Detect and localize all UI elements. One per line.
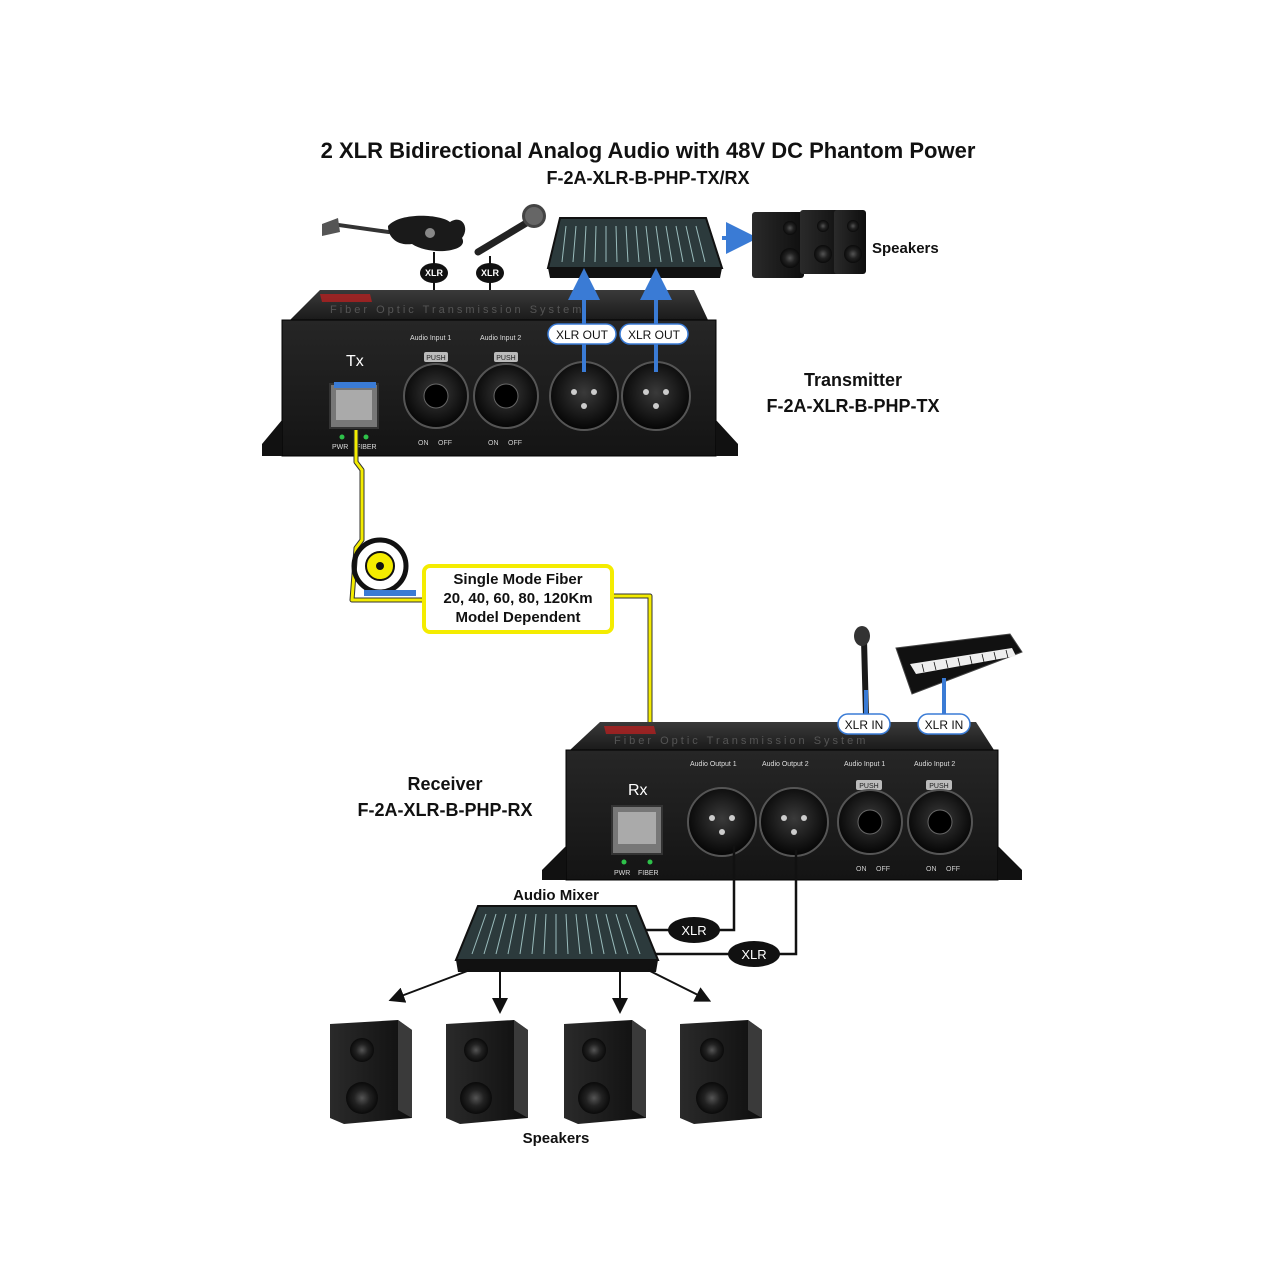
fiber-reel-icon (351, 537, 416, 596)
tx-panel-text: Fiber Optic Transmission System (330, 304, 584, 316)
tx-input-jack-2: PUSH (473, 352, 539, 429)
microphone-icon-top (474, 204, 546, 256)
transmitter-device: Fiber Optic Transmission System Tx PWR F… (262, 290, 738, 457)
xlr-out-pill-1: XLR OUT (547, 323, 617, 345)
xlr-tag-mic: XLR (476, 263, 504, 283)
svg-text:ON: ON (418, 440, 429, 447)
tx-port-tag: Tx (346, 353, 364, 370)
svg-text:XLR IN: XLR IN (925, 718, 964, 732)
svg-text:XLR IN: XLR IN (845, 718, 884, 732)
xlr-tag-rx-1: XLR (668, 917, 720, 943)
rx-input1-label: Audio Input 1 (844, 761, 885, 768)
svg-text:XLR OUT: XLR OUT (556, 328, 609, 342)
svg-text:Single Mode Fiber: Single Mode Fiber (453, 571, 582, 588)
xlr-tag-guitar: XLR (420, 263, 448, 283)
svg-text:XLR: XLR (681, 923, 706, 938)
tx-input1-label: Audio Input 1 (410, 335, 451, 342)
svg-text:FIBER: FIBER (638, 870, 659, 877)
svg-text:PWR: PWR (332, 444, 348, 451)
speaker-icon-3 (564, 1020, 646, 1124)
diagram-subtitle: F-2A-XLR-B-PHP-TX/RX (547, 168, 750, 188)
rx-output1-label: Audio Output 1 (690, 761, 737, 768)
svg-text:PUSH: PUSH (426, 355, 445, 362)
xlr-in-pill-1: XLR IN (837, 713, 891, 735)
tx-output-jack-2 (621, 361, 691, 431)
cable-rx-out-2 (650, 850, 798, 956)
svg-text:ON: ON (856, 866, 867, 873)
svg-text:OFF: OFF (946, 866, 960, 873)
speaker-icon-1 (330, 1020, 412, 1124)
xlr-out-pill-2: XLR OUT (619, 323, 689, 345)
guitar-icon (322, 215, 466, 252)
receiver-label: Receiver (407, 774, 482, 794)
rx-input-jack-1: PUSH (837, 780, 903, 855)
audio-mixer-label: Audio Mixer (513, 887, 599, 904)
rx-panel-text: Fiber Optic Transmission System (614, 735, 868, 747)
transmitter-model: F-2A-XLR-B-PHP-TX (767, 396, 940, 416)
mixer-icon-top (546, 217, 724, 278)
svg-text:PUSH: PUSH (496, 355, 515, 362)
keyboard-icon (895, 633, 1023, 695)
speakers-label-bottom: Speakers (523, 1130, 590, 1147)
xlr-tag-rx-2: XLR (728, 941, 780, 967)
fiber-cable (349, 430, 650, 780)
diagram-title: 2 XLR Bidirectional Analog Audio with 48… (321, 138, 976, 163)
tx-input-jack-1: PUSH (403, 352, 469, 429)
tx-output-jack-1 (549, 361, 619, 431)
svg-text:XLR OUT: XLR OUT (628, 328, 681, 342)
rx-input2-label: Audio Input 2 (914, 761, 955, 768)
svg-text:ON: ON (926, 866, 937, 873)
arrows-mixer-to-speakers (388, 969, 712, 1014)
rx-output-jack-1 (687, 787, 757, 857)
svg-text:20, 40, 60, 80, 120Km: 20, 40, 60, 80, 120Km (443, 590, 592, 607)
rx-port-tag: Rx (628, 782, 648, 799)
mixer-icon-bottom (454, 905, 660, 972)
speaker-icon-4 (680, 1020, 762, 1124)
svg-text:OFF: OFF (508, 440, 522, 447)
rx-output2-label: Audio Output 2 (762, 761, 809, 768)
svg-text:PWR: PWR (614, 870, 630, 877)
tx-input2-label: Audio Input 2 (480, 335, 521, 342)
receiver-model: F-2A-XLR-B-PHP-RX (358, 800, 533, 820)
svg-text:ON: ON (488, 440, 499, 447)
svg-text:OFF: OFF (876, 866, 890, 873)
svg-text:PUSH: PUSH (929, 783, 948, 790)
svg-text:Model Dependent: Model Dependent (455, 609, 580, 626)
speakers-label-top: Speakers (872, 240, 939, 257)
xlr-in-pill-2: XLR IN (917, 713, 971, 735)
speakers-icon-top (752, 210, 866, 278)
transmitter-label: Transmitter (804, 370, 902, 390)
svg-text:XLR: XLR (481, 268, 500, 278)
svg-text:PUSH: PUSH (859, 783, 878, 790)
svg-text:XLR: XLR (425, 268, 444, 278)
speaker-icon-2 (446, 1020, 528, 1124)
svg-text:OFF: OFF (438, 440, 452, 447)
svg-text:FIBER: FIBER (356, 444, 377, 451)
rx-input-jack-2: PUSH (907, 780, 973, 855)
receiver-device: Fiber Optic Transmission System Rx PWR F… (542, 722, 1022, 881)
rx-output-jack-2 (759, 787, 829, 857)
fiber-info-box: Single Mode Fiber 20, 40, 60, 80, 120Km … (422, 564, 614, 634)
svg-text:XLR: XLR (741, 947, 766, 962)
